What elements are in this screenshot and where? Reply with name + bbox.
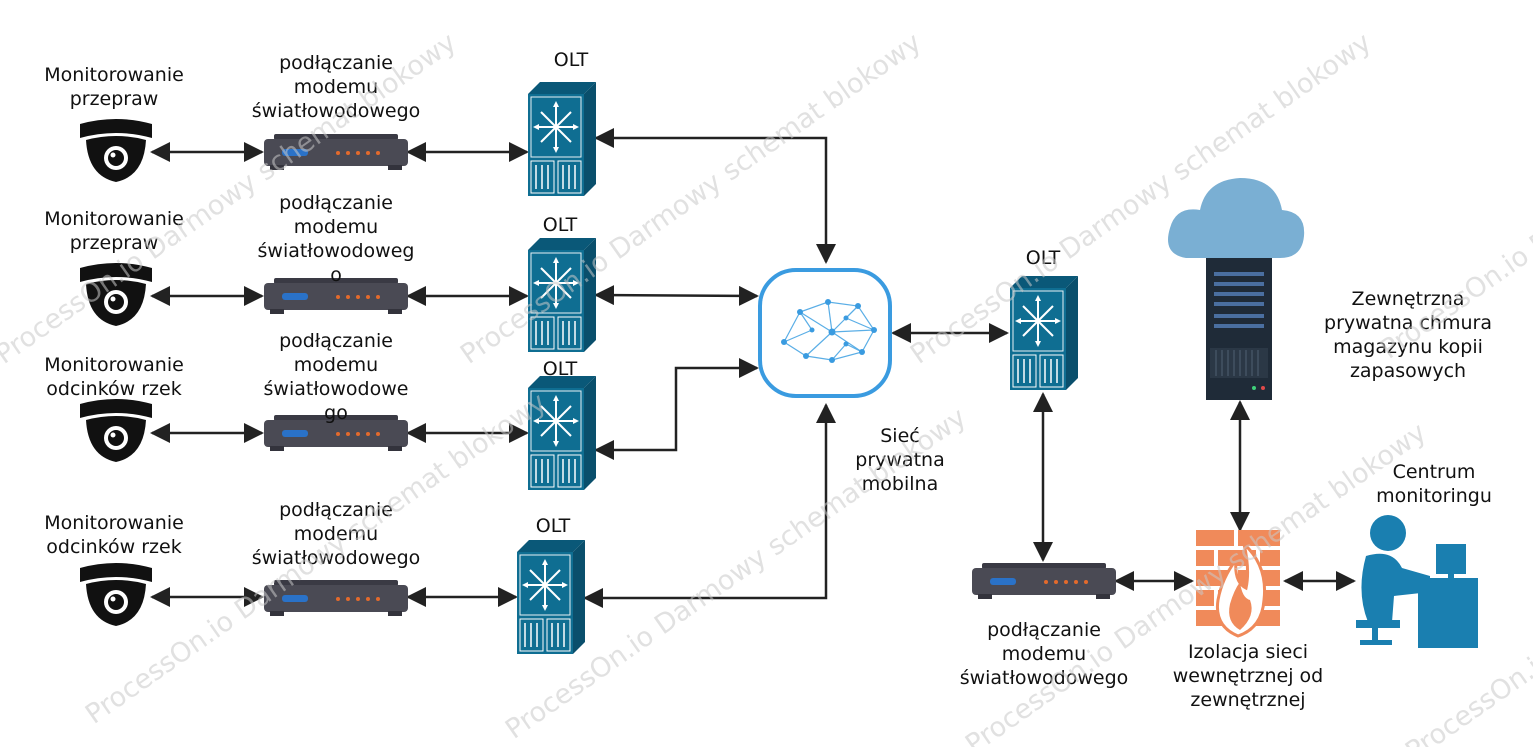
cloud-icon: [1168, 178, 1305, 258]
camera-icon: [80, 399, 152, 462]
modem-icon: [264, 580, 408, 616]
link-olt2-network: [594, 285, 759, 306]
olt-label-2: OLT: [542, 214, 578, 236]
modem-label-3: podłączanie modemu światłowodowe go: [263, 330, 409, 424]
olt-switch-icon: [1010, 276, 1078, 390]
link-olt3-network: [594, 358, 759, 460]
camera-icon: [80, 563, 152, 626]
monitor-label-3: Monitorowanie odcinków rzek: [44, 354, 184, 400]
olt-label-3: OLT: [542, 358, 578, 380]
olt-switch-icon: [528, 376, 596, 490]
modem-label-1: podłączanie modemu światłowodowego: [251, 52, 421, 122]
monitoring-operator-icon: [1356, 515, 1478, 648]
modem-label-2: podłączanie modemu światłowodoweg o: [257, 192, 415, 286]
server-icon: [1206, 258, 1272, 400]
monitoring-center-label: Centrum monitoringu: [1376, 461, 1492, 507]
olt-switch-icon: [517, 540, 585, 654]
modem-icon: [264, 134, 408, 170]
modem-label-4: podłączanie modemu światłowodowego: [251, 499, 421, 569]
link-olt4-network: [583, 403, 836, 608]
right-modem-label: podłączanie modemu światłowodowego: [959, 619, 1129, 689]
firewall-label: Izolacja sieci wewnętrznej od zewnętrzne…: [1172, 641, 1324, 711]
firewall-icon: [1196, 530, 1280, 638]
connectors: [150, 128, 1356, 608]
olt-switch-icon: [528, 82, 596, 196]
monitor-label-2: Monitorowanie przepraw: [44, 208, 184, 254]
right-olt-label: OLT: [1025, 247, 1061, 269]
modem-icon: [972, 563, 1116, 599]
olt-switch-icon: [528, 238, 596, 352]
camera-icon: [80, 119, 152, 182]
monitor-label-1: Monitorowanie przepraw: [44, 64, 184, 110]
camera-icon: [80, 263, 152, 326]
link-olt1-network: [594, 128, 836, 264]
network-cloud-icon: [758, 268, 892, 398]
private-network-label: Sieć prywatna mobilna: [855, 425, 945, 495]
monitor-label-4: Monitorowanie odcinków rzek: [44, 512, 184, 558]
olt-label-4: OLT: [535, 515, 571, 537]
olt-label-1: OLT: [553, 49, 589, 71]
cloud-backup-label: Zewnętrzna prywatna chmura magazynu kopi…: [1324, 288, 1492, 382]
